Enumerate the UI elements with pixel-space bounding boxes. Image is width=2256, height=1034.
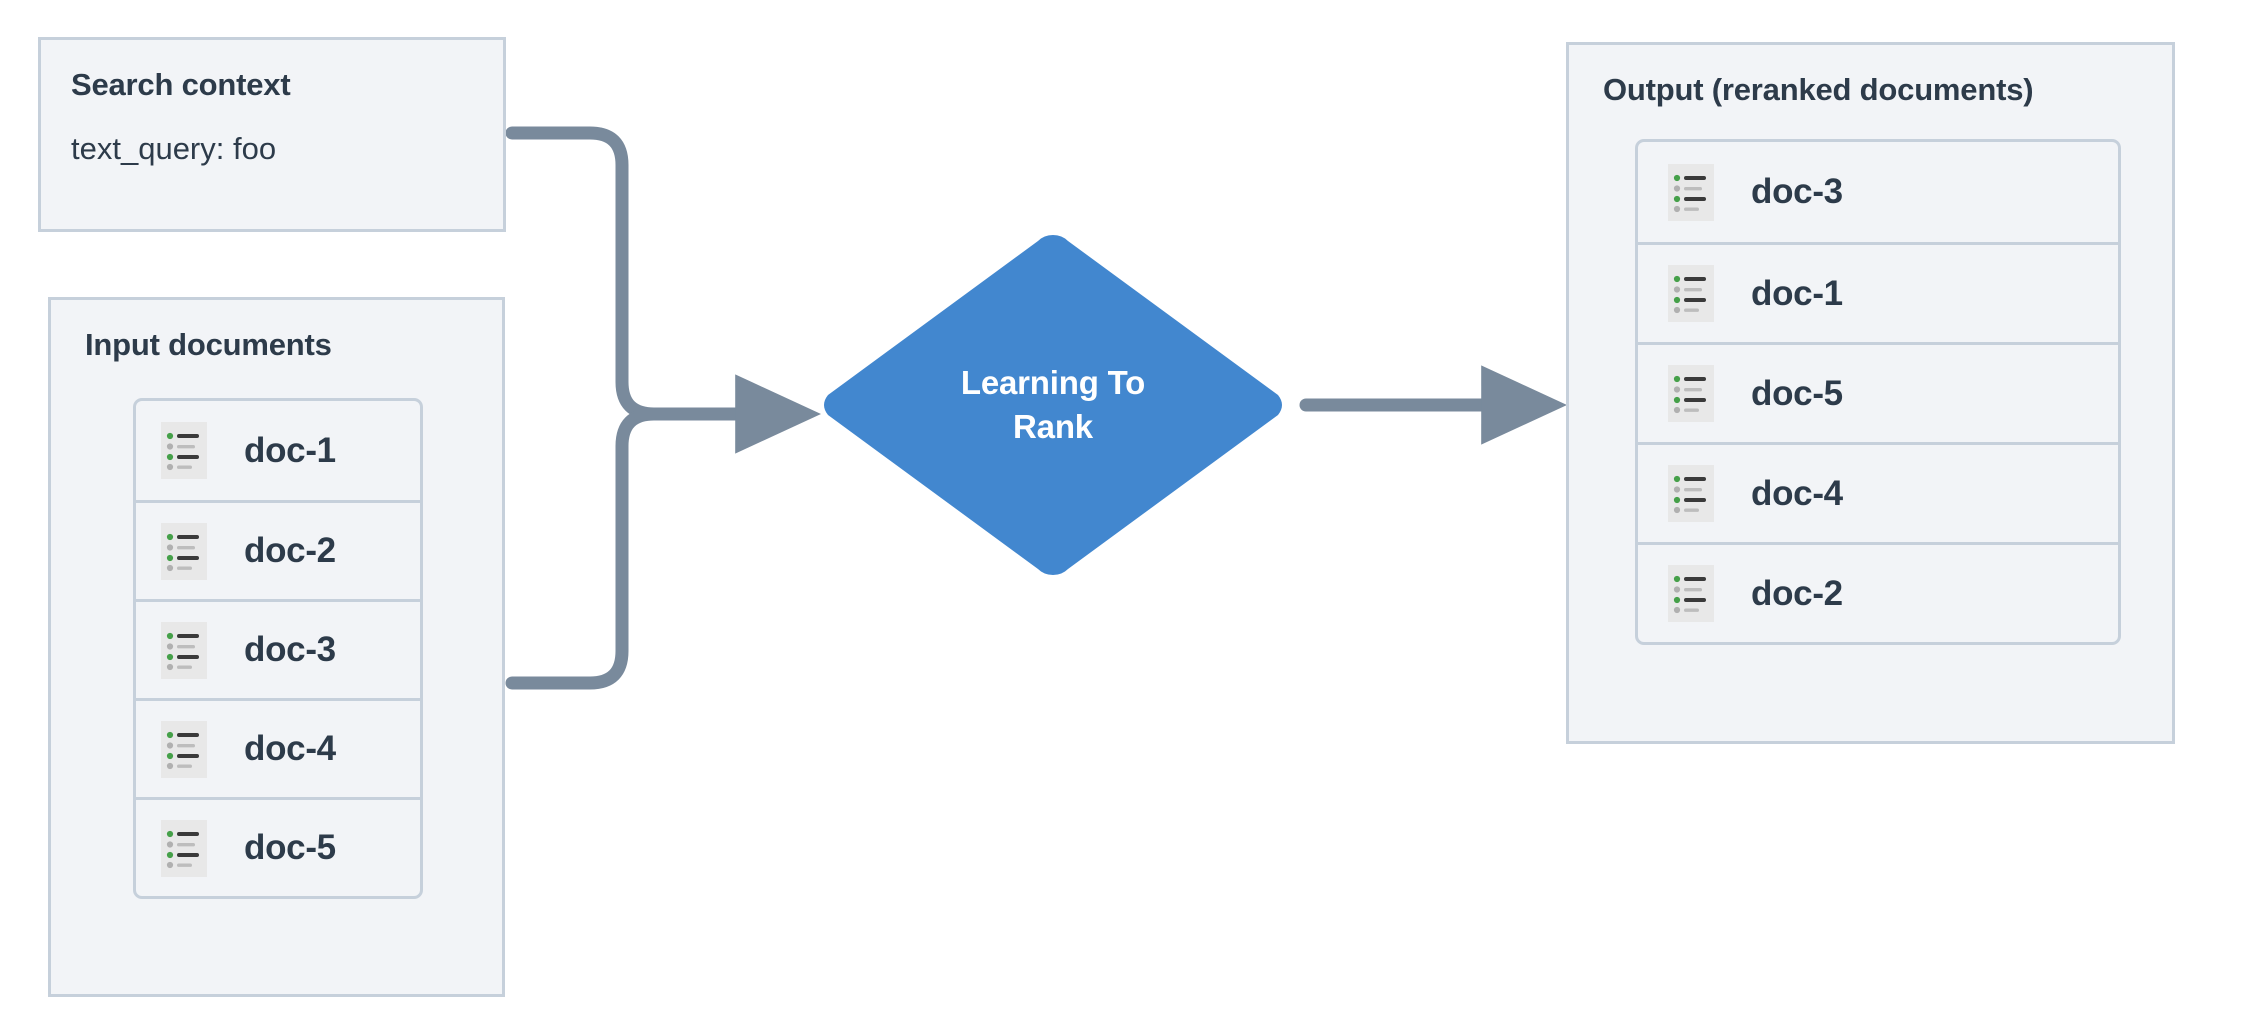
input-documents-panel: Input documents doc-1: [48, 297, 505, 997]
search-context-title: Search context: [71, 67, 291, 102]
list-item[interactable]: doc-1: [136, 401, 420, 500]
list-item[interactable]: doc-2: [1638, 542, 2118, 642]
list-item[interactable]: doc-3: [1638, 142, 2118, 242]
document-list-icon: [161, 522, 207, 580]
document-list-icon: [1668, 163, 1714, 221]
document-list-icon: [161, 819, 207, 877]
list-item-label: doc-5: [1751, 373, 1843, 413]
document-list-icon: [161, 720, 207, 778]
connector-search-context-to-node: [505, 126, 707, 421]
list-item[interactable]: doc-4: [136, 698, 420, 797]
list-item[interactable]: doc-5: [1638, 342, 2118, 442]
list-item[interactable]: doc-3: [136, 599, 420, 698]
output-documents-list: doc-3 doc-1: [1635, 139, 2121, 645]
list-item-label: doc-3: [1751, 172, 1843, 211]
document-list-icon: [1668, 465, 1714, 522]
document-list-icon: [161, 422, 207, 479]
input-documents-list: doc-1 doc-2: [133, 398, 423, 899]
list-item-label: doc-2: [1751, 573, 1843, 613]
diamond-shape: [824, 235, 1282, 575]
list-item-label: doc-1: [244, 430, 336, 470]
document-list-icon: [1668, 365, 1714, 422]
list-item-label: doc-1: [1751, 273, 1843, 313]
list-item[interactable]: doc-4: [1638, 442, 2118, 542]
document-list-icon: [1668, 265, 1714, 322]
list-item-label: doc-3: [244, 630, 336, 669]
output-panel: Output (reranked documents): [1566, 42, 2175, 744]
output-panel-title: Output (reranked documents): [1603, 72, 2034, 107]
list-item[interactable]: doc-5: [136, 797, 420, 896]
list-item[interactable]: doc-2: [136, 500, 420, 599]
connector-input-documents-to-node: [505, 407, 707, 690]
list-item-label: doc-4: [1751, 473, 1843, 513]
list-item-label: doc-5: [244, 828, 336, 867]
search-context-query: text_query: foo: [71, 131, 277, 166]
document-list-icon: [161, 621, 207, 679]
learning-to-rank-node[interactable]: Learning To Rank: [816, 229, 1290, 581]
document-list-icon: [1668, 565, 1714, 622]
list-item-label: doc-2: [244, 531, 336, 570]
search-context-panel: Search context text_query: foo: [38, 37, 506, 232]
list-item[interactable]: doc-1: [1638, 242, 2118, 342]
input-documents-title: Input documents: [85, 327, 332, 362]
list-item-label: doc-4: [244, 729, 336, 768]
